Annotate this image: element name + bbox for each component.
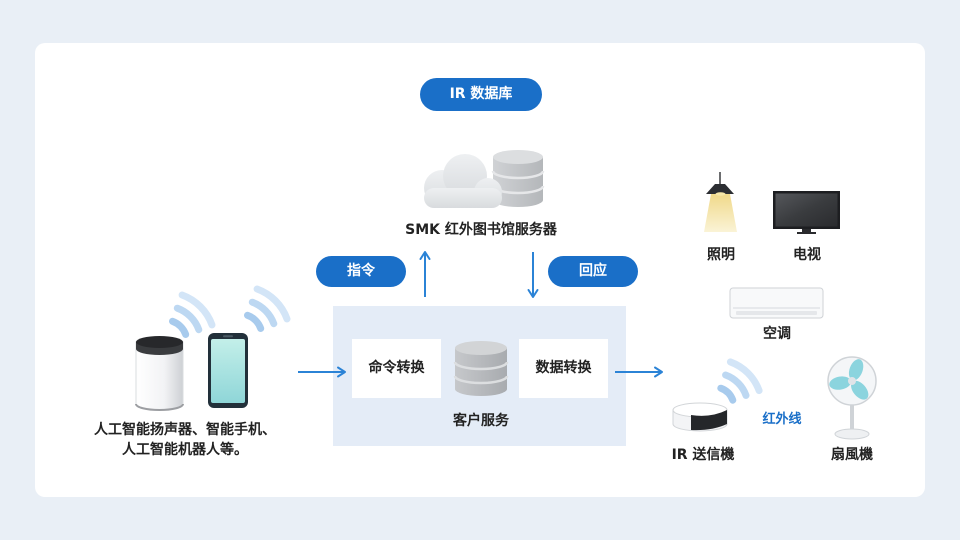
infrared-label: 红外线 <box>762 412 802 427</box>
data-conversion-box: 数据转换 <box>519 339 608 398</box>
fan-label: 扇風機 <box>831 447 873 463</box>
lighting-label: 照明 <box>707 247 735 263</box>
smart-speaker-icon <box>135 336 184 411</box>
command-conversion-box: 命令转换 <box>352 339 441 398</box>
pendant-lamp-icon <box>704 172 737 232</box>
electric-fan-icon <box>827 356 877 440</box>
caption-line-2: 人工智能机器人等。 <box>122 442 248 458</box>
tv-icon <box>773 191 840 234</box>
smartphone-icon <box>208 333 248 408</box>
server-database-icon <box>491 150 545 207</box>
ir-database-pill: IR 数据库 <box>420 78 542 111</box>
ir-transmitter-label: IR 送信機 <box>671 447 735 463</box>
ir-transmitter-icon <box>672 402 728 432</box>
client-service-label: 客户服务 <box>453 413 509 429</box>
caption-line-1: 人工智能扬声器、智能手机、 <box>94 422 276 438</box>
command-pill: 指令 <box>316 256 406 287</box>
speaker-wireless-waves-icon <box>169 291 216 338</box>
response-pill: 回应 <box>548 256 638 287</box>
cloud-icon <box>424 154 502 208</box>
client-database-icon <box>453 341 509 396</box>
air-conditioner-icon <box>729 287 824 319</box>
server-label: SMK 红外图书馆服务器 <box>405 222 557 238</box>
air-conditioner-label: 空调 <box>763 326 791 342</box>
infrared-waves-icon <box>717 358 763 404</box>
phone-wireless-waves-icon <box>244 285 291 332</box>
input-devices-caption: 人工智能扬声器、智能手机、 人工智能机器人等。 <box>85 420 285 460</box>
tv-label: 电视 <box>793 247 821 263</box>
